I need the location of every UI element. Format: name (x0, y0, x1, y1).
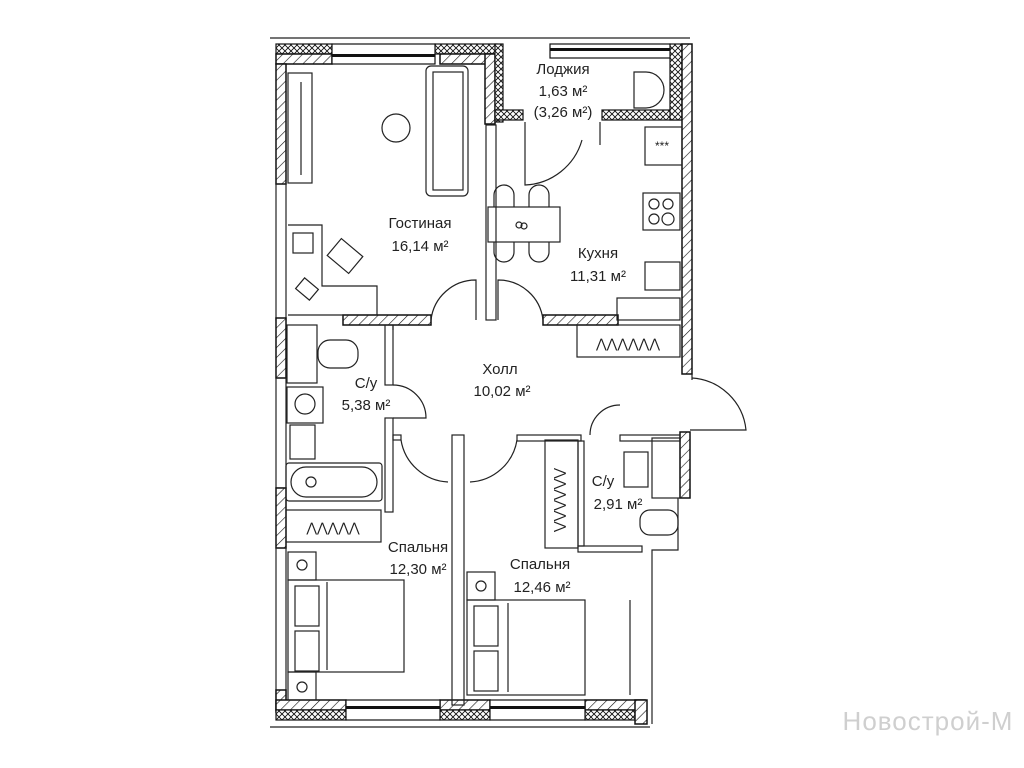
fridge (644, 126, 683, 166)
svg-text:⋀⋀⋀⋀⋀⋀: ⋀⋀⋀⋀⋀⋀ (595, 336, 660, 351)
hall-name: Холл (482, 361, 517, 378)
bedroom1-area: 12,30 м² (389, 561, 446, 578)
loggia-chair (633, 71, 665, 109)
dryer (286, 386, 324, 424)
nightstand-2 (466, 571, 496, 601)
bed-2 (466, 599, 586, 696)
hall-area: 10,02 м² (473, 383, 530, 400)
loggia-area: 1,63 м² (539, 83, 588, 100)
bedroom2-area: 12,46 м² (513, 579, 570, 596)
wardrobe-bedroom2 (544, 439, 579, 549)
nightstand-1b (287, 671, 317, 701)
sofa (425, 65, 469, 197)
dining-table (487, 206, 561, 243)
desk-monitor (292, 232, 314, 254)
bath2-area: 2,91 м² (594, 496, 643, 513)
stove (642, 192, 681, 231)
bath1-name: С/у (355, 375, 378, 392)
wardrobe-bedroom1 (285, 509, 382, 543)
kitchen-sink (644, 261, 681, 291)
nightstand-1a (287, 551, 317, 581)
keyboard (294, 277, 320, 301)
kitchen-name: Кухня (578, 245, 618, 262)
wardrobe-hall (576, 324, 681, 358)
tv-cabinet (287, 72, 313, 184)
exterior-walls (270, 37, 693, 728)
bath1-area: 5,38 м² (342, 397, 391, 414)
bedroom1-name: Спальня (388, 539, 448, 556)
svg-text:⋀⋀⋀⋀⋀⋀: ⋀⋀⋀⋀⋀⋀ (554, 467, 569, 532)
interior-walls (342, 124, 681, 706)
bathtub (285, 462, 383, 502)
toilet-1 (317, 339, 359, 369)
loggia-area-extra: (3,26 м²) (534, 104, 593, 121)
room-labels: Лоджия 1,63 м² (3,26 м²) Гостиная 16,14 … (342, 61, 643, 596)
svg-text:⋀⋀⋀⋀⋀: ⋀⋀⋀⋀⋀ (305, 520, 360, 535)
round-table (381, 113, 411, 143)
living-name: Гостиная (389, 215, 452, 232)
bath2-sink (623, 451, 649, 488)
bath2-name: С/у (592, 473, 615, 490)
bath1-sink (289, 424, 316, 460)
washing-machine (286, 324, 318, 384)
furniture: *** ⋀⋀⋀⋀⋀⋀ ⋀⋀⋀⋀⋀ ⋀⋀⋀⋀⋀⋀ (285, 65, 683, 701)
bed-1 (287, 579, 405, 673)
kitchen-area: 11,31 м² (570, 268, 626, 285)
toilet-2 (639, 509, 679, 536)
office-chair (326, 237, 364, 275)
doors (392, 122, 747, 483)
bedroom2-name: Спальня (510, 556, 570, 573)
watermark: Новострой-М (843, 706, 1014, 736)
windows (331, 43, 671, 721)
svg-text:***: *** (655, 139, 669, 153)
loggia-name: Лоджия (536, 61, 589, 78)
living-area: 16,14 м² (391, 238, 448, 255)
